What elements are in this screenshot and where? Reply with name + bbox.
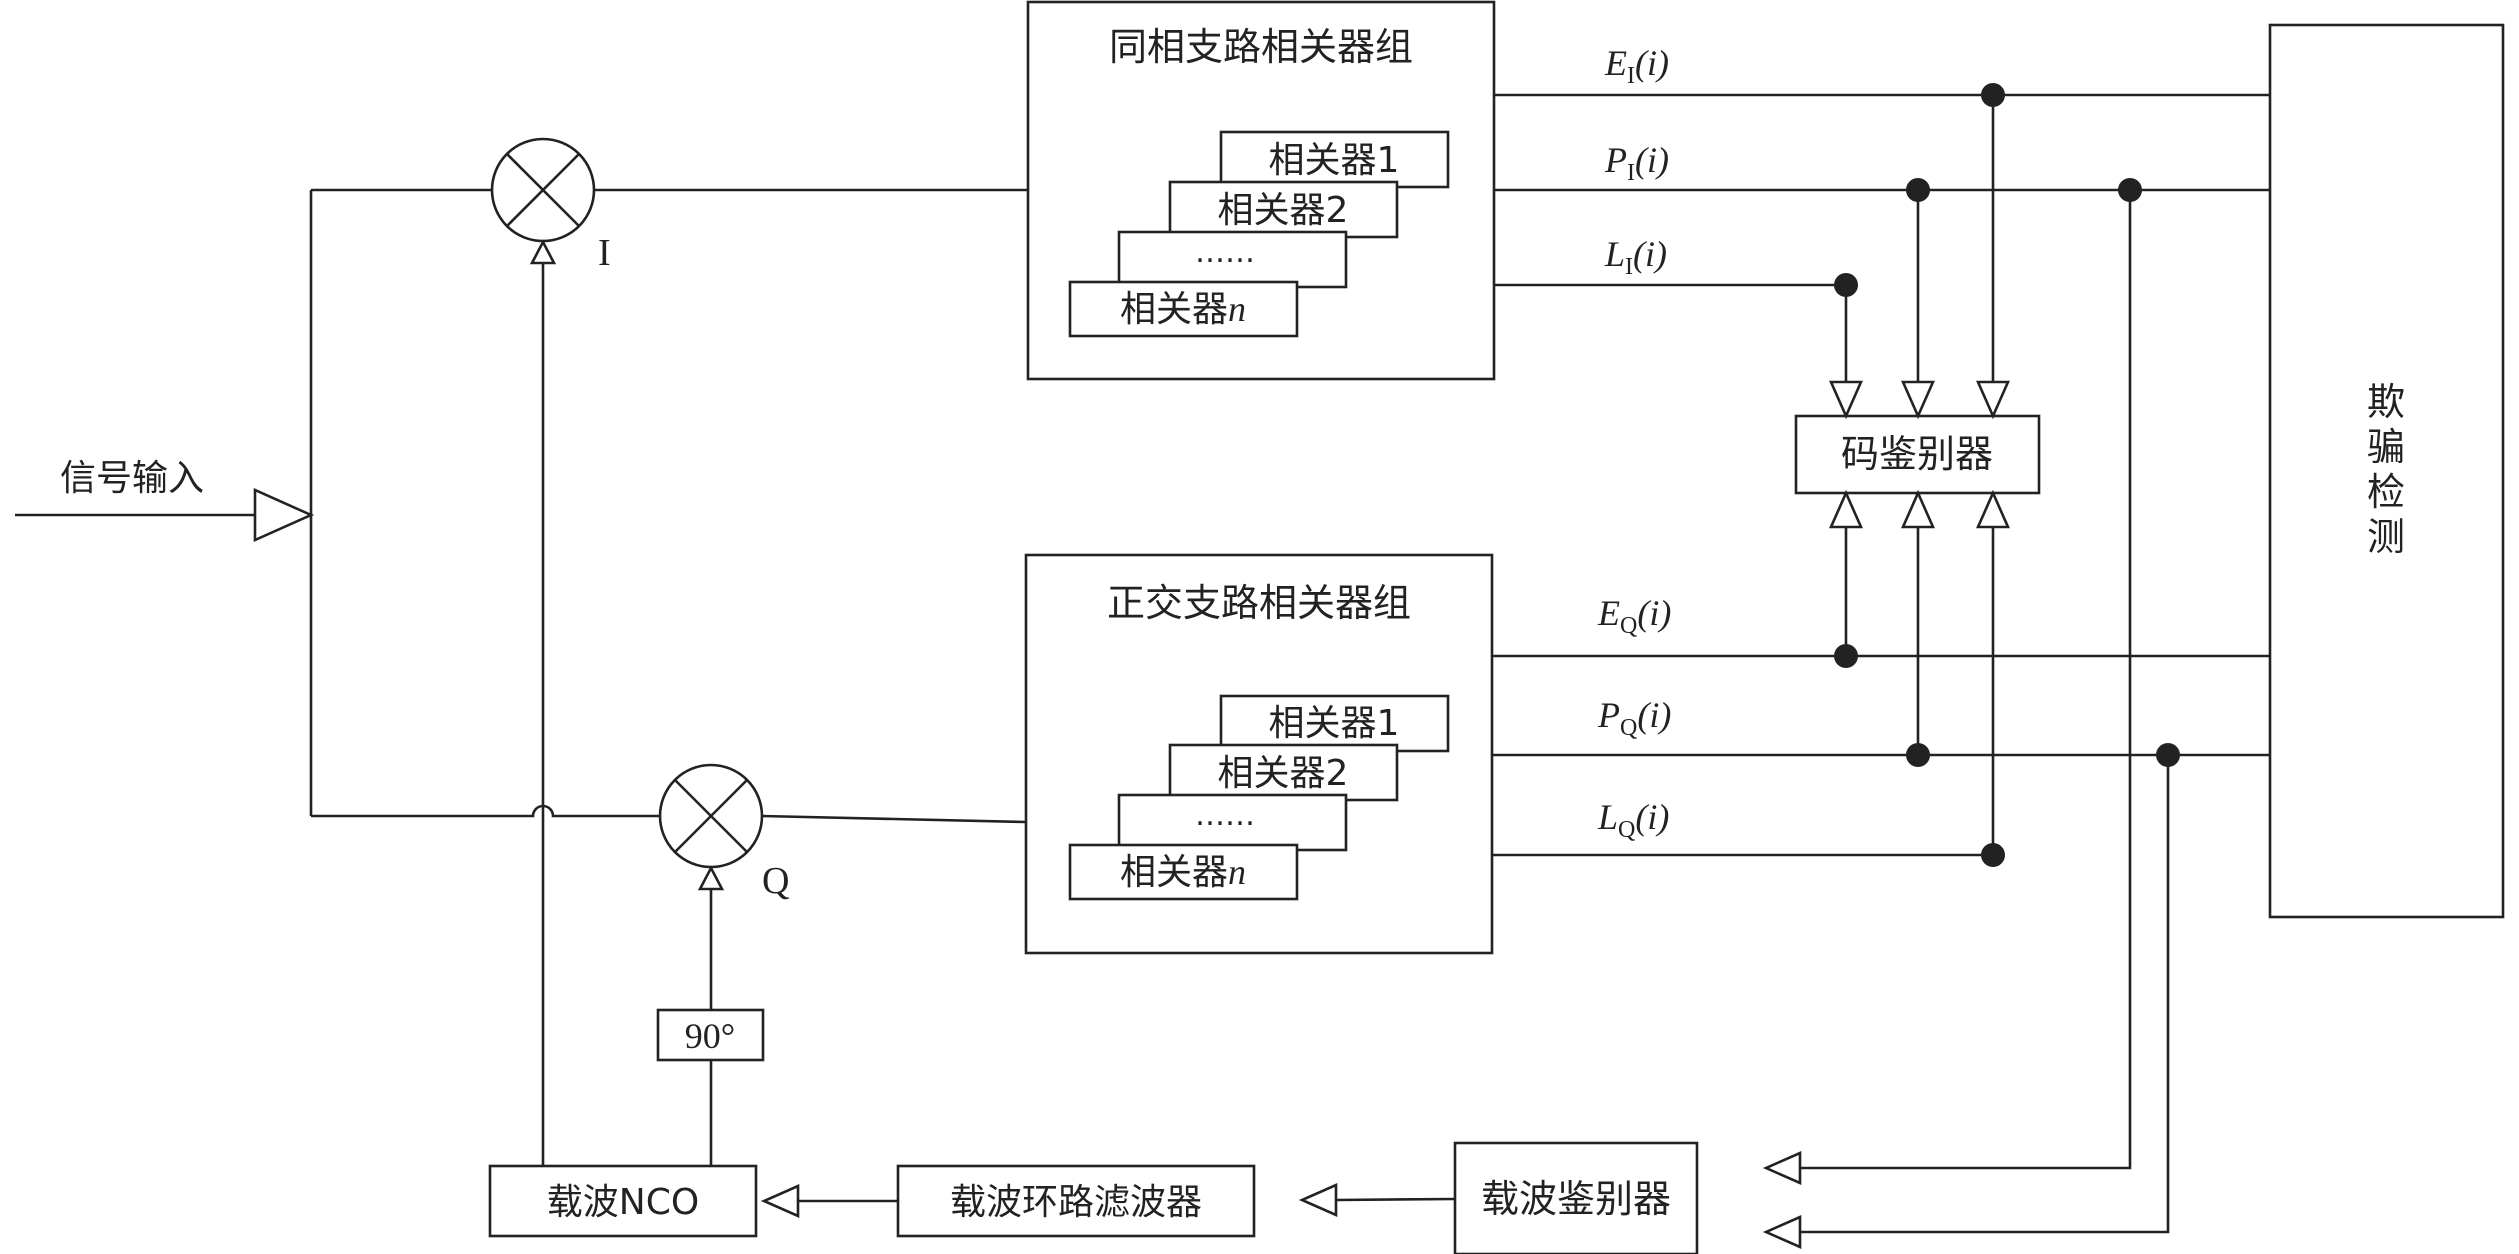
phase-shift-label: 90° bbox=[685, 1016, 735, 1056]
nco-q-path bbox=[697, 865, 725, 1166]
signal-label-eq: EQ(i) bbox=[1597, 593, 1671, 639]
spoof-detection-char: 测 bbox=[2367, 515, 2405, 559]
signal-input-label: 信号输入 bbox=[60, 458, 204, 499]
input-buffer-triangle bbox=[253, 487, 315, 543]
correlator-ellipsis: …… bbox=[1195, 235, 1255, 270]
carrier-discriminator-box bbox=[1453, 1141, 1699, 1254]
correlator-label: 相关器2 bbox=[1218, 190, 1349, 231]
signal-label-li: LI(i) bbox=[1604, 234, 1667, 280]
nco-i-path bbox=[529, 239, 557, 1166]
signal-label-pi: PI(i) bbox=[1604, 140, 1669, 186]
carrier-discriminator-label: 载波鉴别器 bbox=[1481, 1177, 1671, 1221]
spoof-detection-char: 检 bbox=[2367, 470, 2405, 514]
correlator-label: 相关器n bbox=[1120, 289, 1246, 330]
carrier-nco-box bbox=[488, 1164, 758, 1238]
correlator-label: 相关器2 bbox=[1218, 753, 1349, 794]
correlator-label: 相关器n bbox=[1120, 852, 1246, 893]
mixer-q bbox=[658, 763, 764, 869]
signal-label-lq: LQ(i) bbox=[1597, 797, 1669, 843]
junction-dots bbox=[1834, 83, 2180, 867]
signal-label-pq: PQ(i) bbox=[1597, 695, 1671, 741]
correlator-label: 相关器1 bbox=[1269, 703, 1400, 744]
carrier-loop-filter-label: 载波环路滤波器 bbox=[950, 1182, 1202, 1223]
spoof-detection-char: 欺 bbox=[2367, 380, 2405, 424]
mixer-i-label: I bbox=[598, 232, 611, 274]
in-phase-group-title: 同相支路相关器组 bbox=[1109, 25, 1413, 69]
input-path bbox=[15, 188, 660, 818]
mixer-q-label: Q bbox=[762, 860, 789, 902]
mixer-i bbox=[490, 137, 596, 243]
quadrature-group-title: 正交支路相关器组 bbox=[1107, 581, 1411, 625]
spoof-detection-char: 骗 bbox=[2367, 425, 2405, 469]
code-discriminator-label: 码鉴别器 bbox=[1841, 432, 1993, 476]
phase-shift-box bbox=[656, 1008, 765, 1062]
spoof-detection-box bbox=[2268, 23, 2505, 919]
signal-label-ei: EI(i) bbox=[1604, 43, 1669, 89]
correlator-label: 相关器1 bbox=[1269, 140, 1400, 181]
carrier-nco-label: 载波NCO bbox=[547, 1182, 699, 1223]
correlator-ellipsis: …… bbox=[1195, 798, 1255, 833]
